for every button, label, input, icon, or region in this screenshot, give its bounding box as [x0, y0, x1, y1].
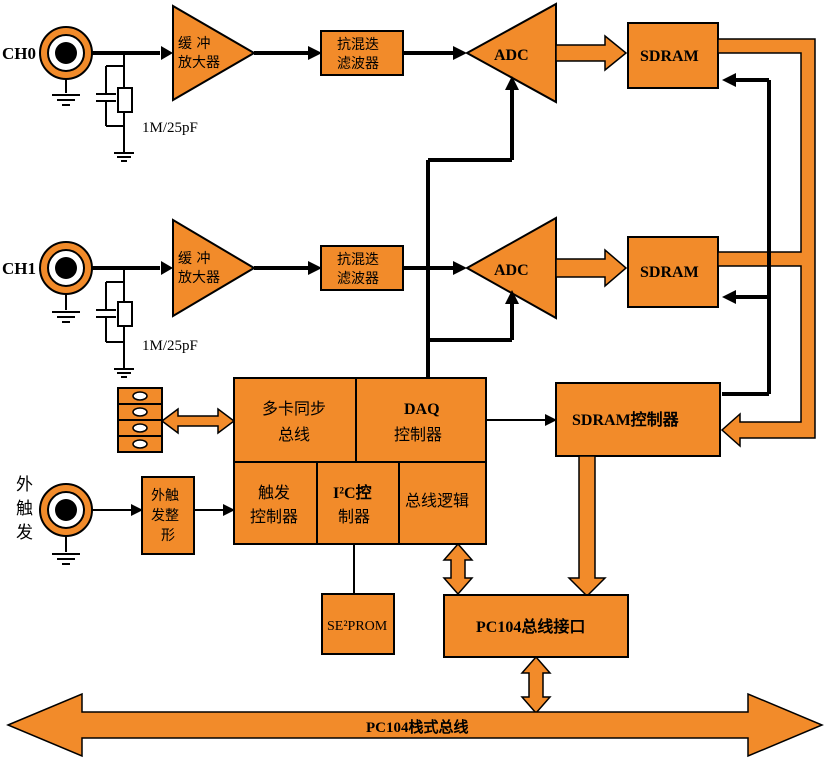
ch0-arrowhead-filter — [308, 46, 322, 60]
trigger-shaper-label-3: 形 — [161, 528, 175, 544]
bus-logic-label: 总线逻辑 — [405, 491, 469, 510]
sdram-controller-label: SDRAM控制器 — [572, 410, 680, 429]
daq-controller-label-1: DAQ — [404, 401, 440, 418]
ch1-adc-label: ADC — [494, 262, 529, 279]
trigger-shaper-label-1: 外触 — [151, 488, 179, 504]
sdramctrl-to-pc104-arrow — [567, 455, 607, 598]
ch1-sdram — [627, 236, 719, 308]
trigger-shaper-label-2: 发整 — [151, 508, 179, 524]
ch0-connector — [39, 26, 93, 80]
ch0-rc-label: 1M/25pF — [142, 120, 198, 136]
se2prom — [321, 593, 395, 655]
ch0-buffer-amplifier — [172, 4, 256, 102]
ch1-arrowhead-adc — [453, 261, 467, 275]
shaper-to-trigctrl-arrowhead — [223, 504, 235, 516]
buslogic-pc104-bidir-arrow — [442, 542, 474, 596]
ch1-ground-symbol — [52, 294, 80, 323]
ch0-ground-symbol — [52, 79, 80, 106]
ch0-sdram-label: SDRAM — [640, 48, 699, 65]
ch0-rc-network — [92, 51, 160, 162]
ch0-buffer-label-1: 缓 冲 — [178, 36, 210, 52]
main-fpga-block — [233, 377, 487, 545]
ext-trigger-label-2: 触 — [16, 499, 33, 519]
se2prom-label: SE²PROM — [327, 619, 388, 634]
adc-clock-lines — [426, 76, 519, 378]
ch0-adc-to-sdram-arrow — [555, 34, 628, 72]
ch1-buffer-amplifier — [172, 218, 256, 318]
ch0-label: CH0 — [2, 44, 36, 63]
ch0-arrowhead-adc — [453, 46, 467, 60]
ch1-filter-label-1: 抗混迭 — [337, 252, 379, 268]
daq-controller-label-2: 控制器 — [394, 425, 442, 444]
trigger-controller-label-2: 控制器 — [250, 507, 298, 526]
ch0-filter-label-1: 抗混迭 — [337, 37, 379, 53]
i2c-controller-label-1: I²C控 — [333, 483, 372, 502]
ch1-buffer-label-2: 放大器 — [178, 270, 220, 286]
ext-trigger-arrowhead — [131, 504, 143, 516]
pc104-interface — [443, 594, 629, 658]
pc104-bus-bidir-arrow — [520, 655, 552, 715]
ch1-rc-network — [92, 266, 160, 378]
ch1-label: CH1 — [2, 259, 36, 278]
pc104-stack-bus-label: PC104栈式总线 — [366, 718, 469, 736]
trigger-controller-label-1: 触发 — [258, 483, 290, 502]
ch0-sdram — [627, 22, 719, 89]
ch1-arrowhead-filter — [308, 261, 322, 275]
sdram-control-lines — [722, 73, 771, 396]
sdram-controller — [555, 382, 721, 457]
multicard-bidir-arrow — [160, 407, 236, 435]
ch0-filter-label-2: 滤波器 — [337, 56, 379, 72]
pc104-stack-bus — [6, 692, 824, 758]
ch1-arrowhead-buffer — [161, 261, 173, 275]
ch1-filter-label-2: 滤波器 — [337, 271, 379, 287]
ext-trigger-connector — [39, 483, 93, 565]
i2c-controller-label-2: 制器 — [338, 507, 370, 526]
daq-to-sdramctrl-arrowhead — [545, 414, 557, 426]
trigger-shaper — [141, 476, 195, 555]
ch0-adc-label: ADC — [494, 47, 529, 64]
multicard-sync-label-2: 总线 — [278, 425, 310, 444]
ch1-buffer-label-1: 缓 冲 — [178, 251, 210, 267]
ext-trigger-label-3: 发 — [16, 523, 33, 543]
ch0-buffer-label-2: 放大器 — [178, 55, 220, 71]
sdram-data-bus — [717, 38, 816, 448]
ch1-sdram-label: SDRAM — [640, 264, 699, 281]
multicard-sync-connector — [117, 387, 163, 453]
ch1-rc-label: 1M/25pF — [142, 338, 198, 354]
multicard-sync-label-1: 多卡同步 — [262, 399, 326, 418]
ch1-adc-to-sdram-arrow — [555, 248, 628, 288]
ch1-connector — [39, 241, 93, 295]
pc104-interface-label: PC104总线接口 — [476, 617, 585, 636]
ch0-arrowhead-buffer — [161, 46, 173, 60]
ch0-antialias-filter — [320, 30, 404, 76]
ext-trigger-label-1: 外 — [16, 475, 33, 495]
